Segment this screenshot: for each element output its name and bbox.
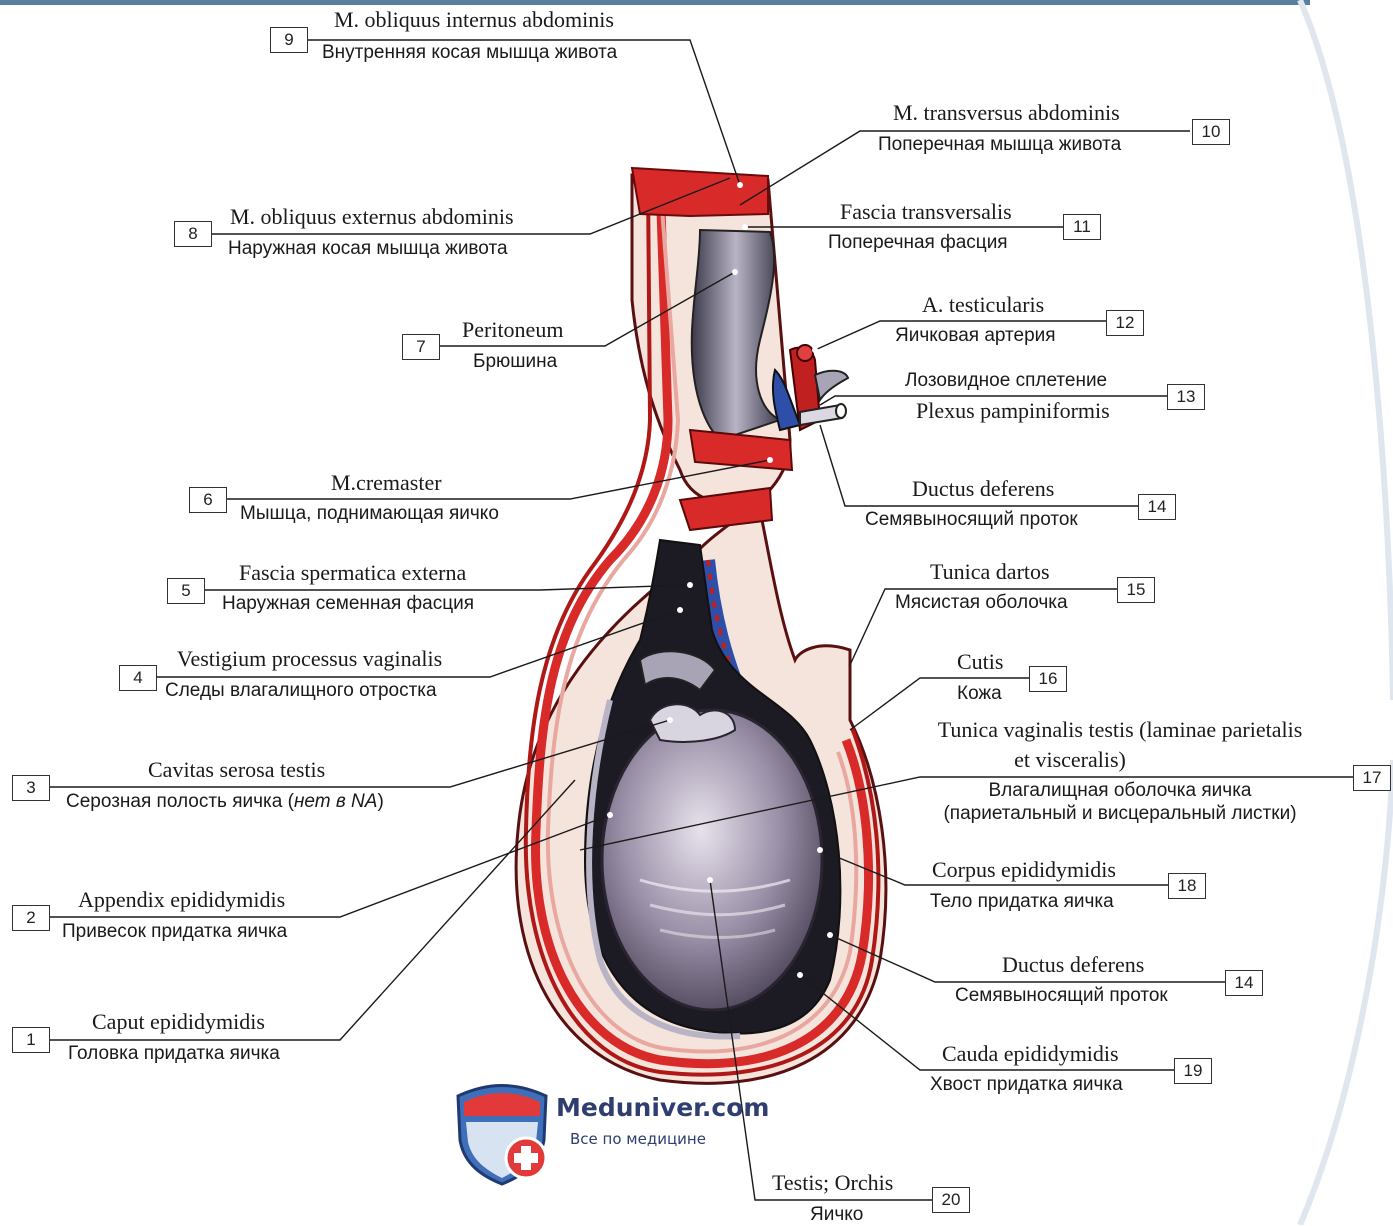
label-13-latin-bottom: Plexus pampiniformis bbox=[916, 399, 1110, 423]
label-2-latin: Appendix epididymidis bbox=[78, 888, 285, 912]
label-number-19: 19 bbox=[1174, 1058, 1212, 1084]
label-19-latin: Cauda epididymidis bbox=[942, 1042, 1119, 1066]
label-6-russian: Мышца, поднимающая яичко bbox=[240, 503, 499, 525]
label-number-12: 12 bbox=[1106, 310, 1144, 336]
label-4-russian: Следы влагалищного отростка bbox=[165, 680, 437, 702]
label-14-lower-russian: Семявыносящий проток bbox=[955, 985, 1168, 1007]
label-3-russian-text: Серозная полость яичка ( bbox=[66, 791, 294, 812]
label-8-latin: M. obliquus externus abdominis bbox=[230, 205, 514, 229]
label-20-russian: Яичко bbox=[810, 1204, 863, 1226]
label-15-latin: Tunica dartos bbox=[930, 560, 1050, 584]
label-number-11: 11 bbox=[1063, 214, 1101, 240]
label-17-russian-line1: Влагалищная оболочка яичка bbox=[895, 780, 1345, 802]
label-17-latin-line1: Tunica vaginalis testis (laminae parieta… bbox=[895, 718, 1345, 742]
label-5-russian: Наружная семенная фасция bbox=[222, 593, 474, 615]
label-number-10: 10 bbox=[1192, 119, 1230, 145]
label-18-russian: Тело придатка яичка bbox=[930, 891, 1114, 913]
label-16-latin: Cutis bbox=[957, 650, 1003, 674]
label-number-13: 13 bbox=[1167, 384, 1205, 410]
label-3-russian-end: ) bbox=[377, 791, 383, 812]
label-14-upper-latin: Ductus deferens bbox=[912, 477, 1054, 501]
label-number-2: 2 bbox=[12, 905, 50, 931]
label-number-9: 9 bbox=[270, 27, 308, 53]
label-2-russian: Привесок придатка яичка bbox=[62, 921, 287, 943]
logo-tagline: Все по медицине bbox=[570, 1130, 706, 1148]
label-18-latin: Corpus epididymidis bbox=[932, 858, 1116, 882]
label-number-14-upper: 14 bbox=[1138, 494, 1176, 520]
label-number-17: 17 bbox=[1353, 765, 1391, 791]
label-17-latin-line2: et visceralis) bbox=[895, 748, 1245, 772]
label-10-russian: Поперечная мышца живота bbox=[878, 134, 1121, 156]
label-9-russian: Внутренняя косая мышца живота bbox=[322, 42, 617, 64]
label-14-lower-latin: Ductus deferens bbox=[1002, 953, 1144, 977]
shield-cross-icon bbox=[448, 1078, 556, 1186]
label-20-latin: Testis; Orchis bbox=[772, 1171, 893, 1195]
label-14-upper-russian: Семявыносящий проток bbox=[865, 509, 1078, 531]
label-number-8: 8 bbox=[174, 221, 212, 247]
label-11-latin: Fascia transversalis bbox=[840, 200, 1012, 224]
label-4-latin: Vestigium processus vaginalis bbox=[177, 647, 442, 671]
label-number-6: 6 bbox=[189, 487, 227, 513]
label-1-russian: Головка придатка яичка bbox=[68, 1043, 280, 1065]
logo-name: Meduniver.com bbox=[556, 1093, 769, 1122]
label-number-18: 18 bbox=[1168, 873, 1206, 899]
label-number-7: 7 bbox=[402, 334, 440, 360]
label-number-14-lower: 14 bbox=[1225, 970, 1263, 996]
label-number-20: 20 bbox=[932, 1187, 970, 1213]
label-12-russian: Яичковая артерия bbox=[895, 325, 1056, 347]
label-12-latin: A. testicularis bbox=[922, 293, 1044, 317]
label-number-4: 4 bbox=[119, 665, 157, 691]
label-17-russian-line2: (париетальный и висцеральный листки) bbox=[895, 803, 1345, 825]
label-11-russian: Поперечная фасция bbox=[828, 232, 1008, 254]
label-number-1: 1 bbox=[12, 1027, 50, 1053]
label-3-russian-italic: нет в NA bbox=[294, 791, 378, 812]
label-8-russian: Наружная косая мышца живота bbox=[228, 238, 508, 260]
label-3-russian: Серозная полость яичка (нет в NA) bbox=[66, 791, 384, 813]
label-16-russian: Кожа bbox=[957, 683, 1002, 705]
label-7-russian: Брюшина bbox=[473, 351, 557, 373]
label-5-latin: Fascia spermatica externa bbox=[239, 561, 466, 585]
label-3-latin: Cavitas serosa testis bbox=[148, 758, 325, 782]
label-number-5: 5 bbox=[167, 578, 205, 604]
label-1-latin: Caput epididymidis bbox=[92, 1010, 265, 1034]
label-number-3: 3 bbox=[12, 775, 50, 801]
label-13-russian-top: Лозовидное сплетение bbox=[905, 370, 1107, 392]
label-9-latin: M. obliquus internus abdominis bbox=[334, 8, 614, 32]
label-15-russian: Мясистая оболочка bbox=[895, 592, 1068, 614]
meduniver-logo[interactable]: Meduniver.com Все по медицине bbox=[448, 1078, 778, 1188]
label-6-latin: M.cremaster bbox=[331, 471, 442, 495]
label-19-russian: Хвост придатка яичка bbox=[930, 1074, 1123, 1096]
label-number-15: 15 bbox=[1117, 577, 1155, 603]
label-10-latin: M. transversus abdominis bbox=[893, 101, 1120, 125]
label-7-latin: Peritoneum bbox=[462, 318, 563, 342]
label-number-16: 16 bbox=[1029, 666, 1067, 692]
